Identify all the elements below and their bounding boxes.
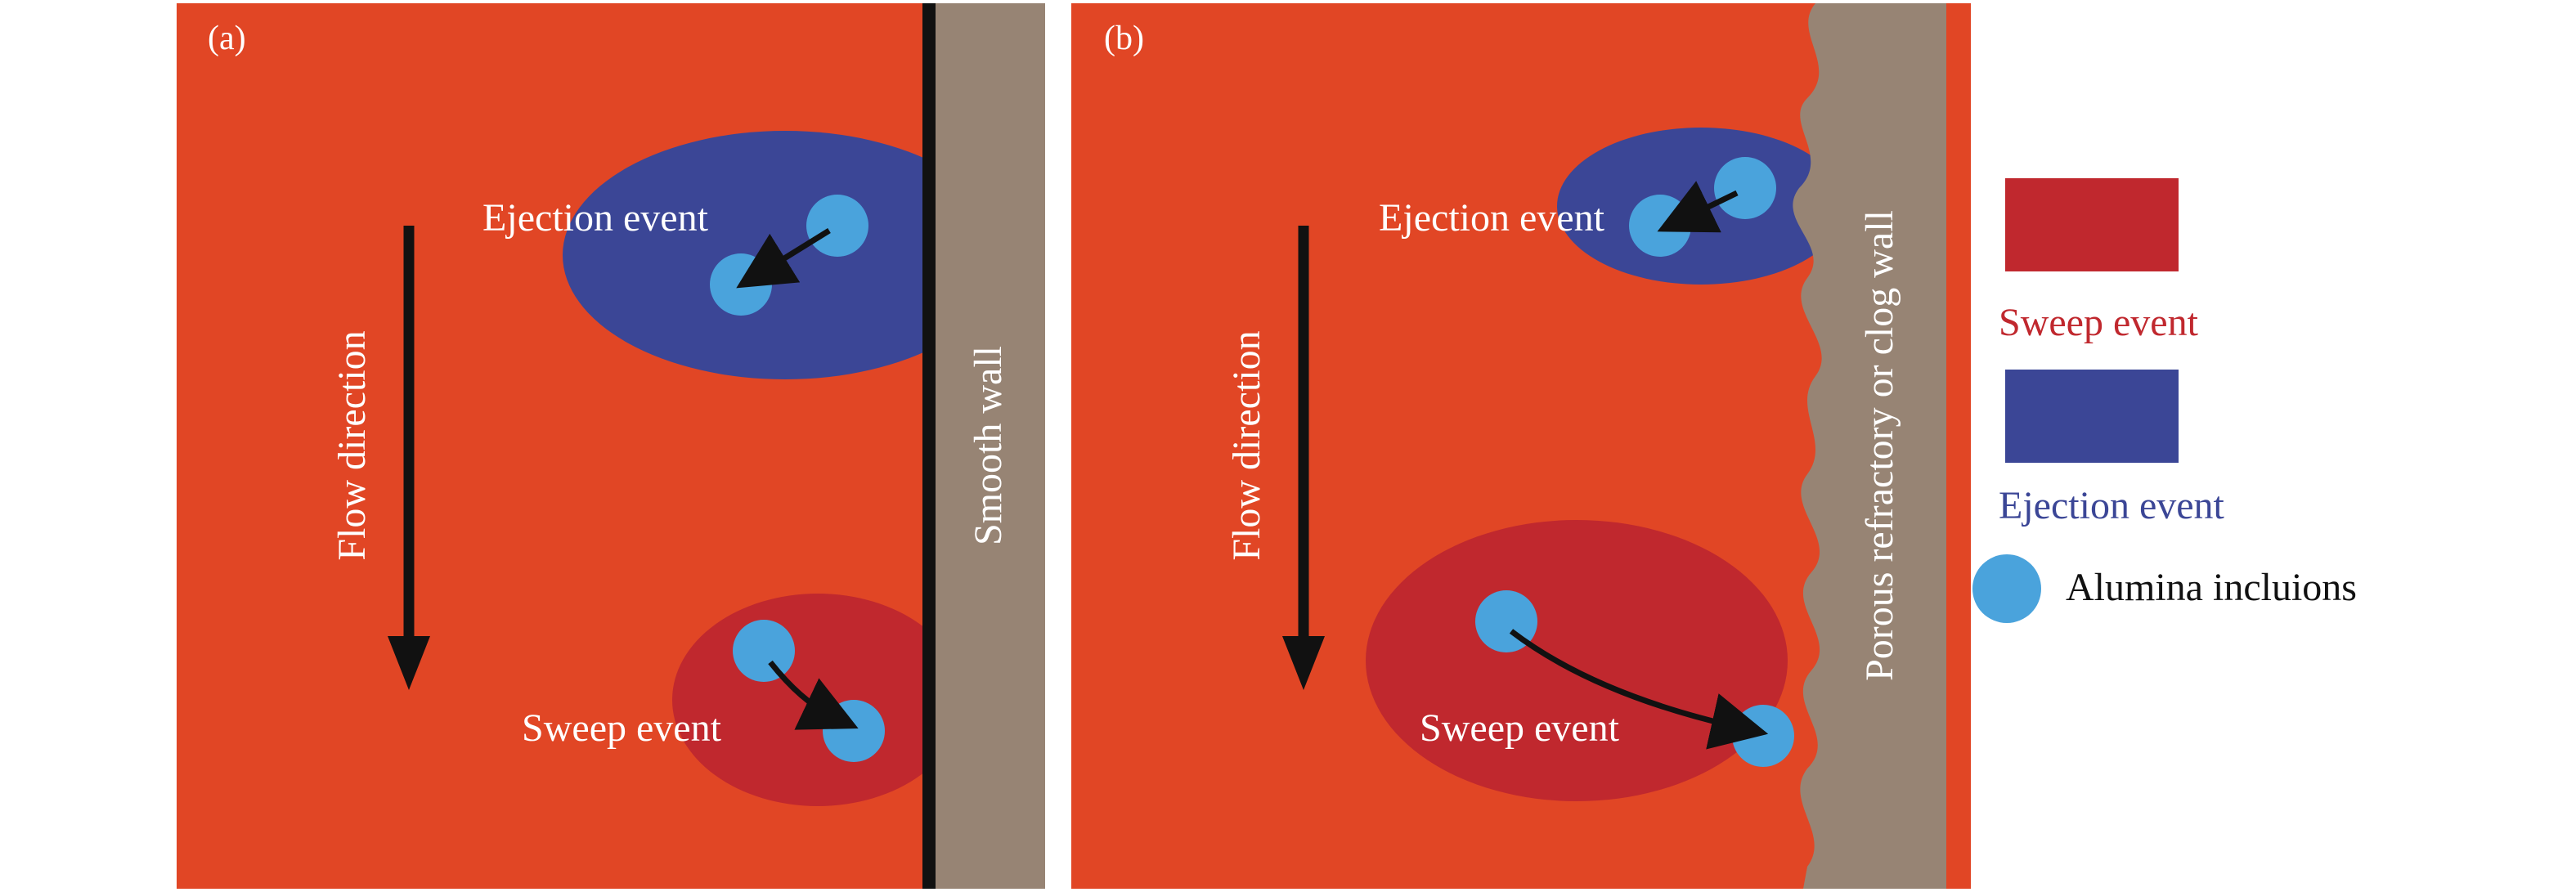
sweep-zone-a [672, 594, 922, 806]
sweep-arrow-a [768, 660, 859, 730]
panel-a: (a) Flow direction Ejection event Sweep … [177, 3, 1045, 889]
porous-wall [1793, 3, 1946, 889]
sweep-arrow-b [1509, 629, 1769, 750]
ejection-label-b: Ejection event [1379, 196, 1605, 240]
inclusion-particle [806, 195, 868, 257]
sweep-zone-b [1366, 520, 1788, 801]
panel-b: (b) Flow direction Ejection event Sweep … [1071, 3, 1971, 889]
panel-b-tag: (b) [1104, 20, 1144, 57]
legend-sweep-swatch [2005, 178, 2179, 271]
flow-direction-label-a: Flow direction [330, 330, 374, 560]
legend-sweep-label: Sweep event [1999, 301, 2199, 344]
ejection-label-a: Ejection event [482, 196, 709, 240]
smooth-wall [922, 3, 1045, 889]
panel-a-tag: (a) [208, 20, 246, 57]
sweep-label-b: Sweep event [1420, 706, 1620, 750]
inclusion-particle [823, 700, 885, 762]
sweep-label-a: Sweep event [522, 706, 722, 750]
porous-wall-label: Porous refractory or clog wall [1858, 210, 1901, 681]
ejection-arrow-a [736, 228, 831, 289]
flow-arrow-b [1282, 226, 1325, 690]
smooth-wall-edge [922, 3, 936, 889]
inclusion-particle [733, 620, 795, 682]
inclusion-particle [1629, 195, 1691, 257]
ejection-arrow-b [1657, 181, 1739, 233]
flow-direction-label-b: Flow direction [1225, 330, 1268, 560]
inclusion-particle [1714, 157, 1776, 219]
legend-ejection-swatch [2005, 370, 2179, 463]
legend-inclusion-label: Alumina incluions [2066, 566, 2357, 609]
flow-arrow-a [388, 226, 430, 690]
legend-inclusion-swatch [1972, 554, 2041, 623]
smooth-wall-label: Smooth wall [967, 346, 1010, 545]
inclusion-particle [710, 253, 772, 316]
legend-ejection-label: Ejection event [1999, 484, 2225, 527]
inclusion-particle [1732, 705, 1794, 767]
legend: Sweep event Ejection event Alumina inclu… [1972, 178, 2357, 623]
